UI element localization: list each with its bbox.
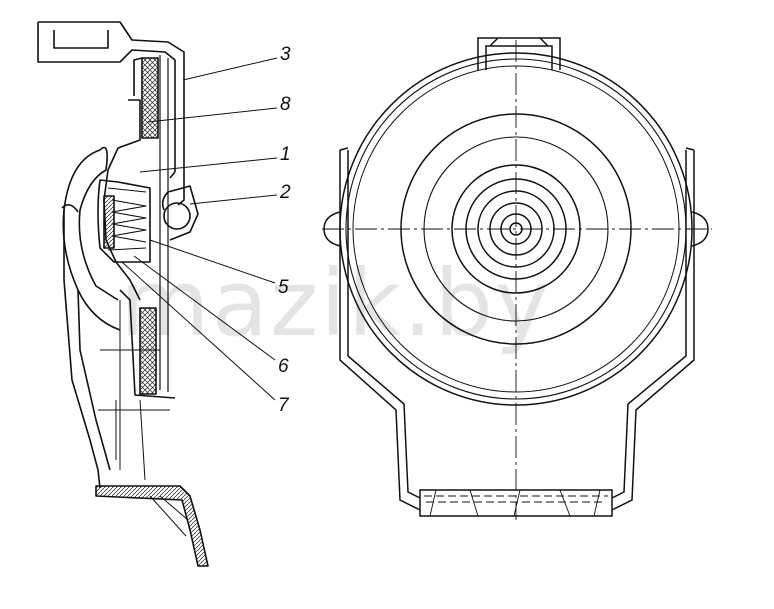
callout-5: 5 bbox=[278, 277, 289, 298]
top-clip bbox=[477, 37, 561, 70]
callout-2: 2 bbox=[280, 182, 291, 203]
callout-8: 8 bbox=[280, 94, 291, 115]
clamp-hook bbox=[62, 146, 121, 331]
hinge-eye bbox=[163, 202, 191, 230]
filter-pad-lower bbox=[139, 307, 157, 395]
callout-6: 6 bbox=[278, 356, 289, 377]
callout-3: 3 bbox=[280, 44, 291, 65]
right-stud bbox=[691, 211, 709, 247]
section-view bbox=[37, 21, 209, 567]
mount-box bbox=[419, 489, 613, 517]
valve-body bbox=[97, 179, 151, 263]
callout-7: 7 bbox=[278, 395, 289, 416]
leader-lines bbox=[121, 57, 278, 401]
filter-pad-upper bbox=[141, 57, 159, 139]
callout-1: 1 bbox=[280, 144, 291, 165]
bracket-strap-right bbox=[611, 150, 695, 511]
bracket-strap-left bbox=[339, 150, 421, 511]
left-stud bbox=[323, 211, 341, 247]
front-view bbox=[322, 37, 712, 520]
valve-spring bbox=[111, 199, 147, 243]
top-bracket bbox=[37, 21, 185, 175]
mount-plate bbox=[95, 485, 209, 567]
